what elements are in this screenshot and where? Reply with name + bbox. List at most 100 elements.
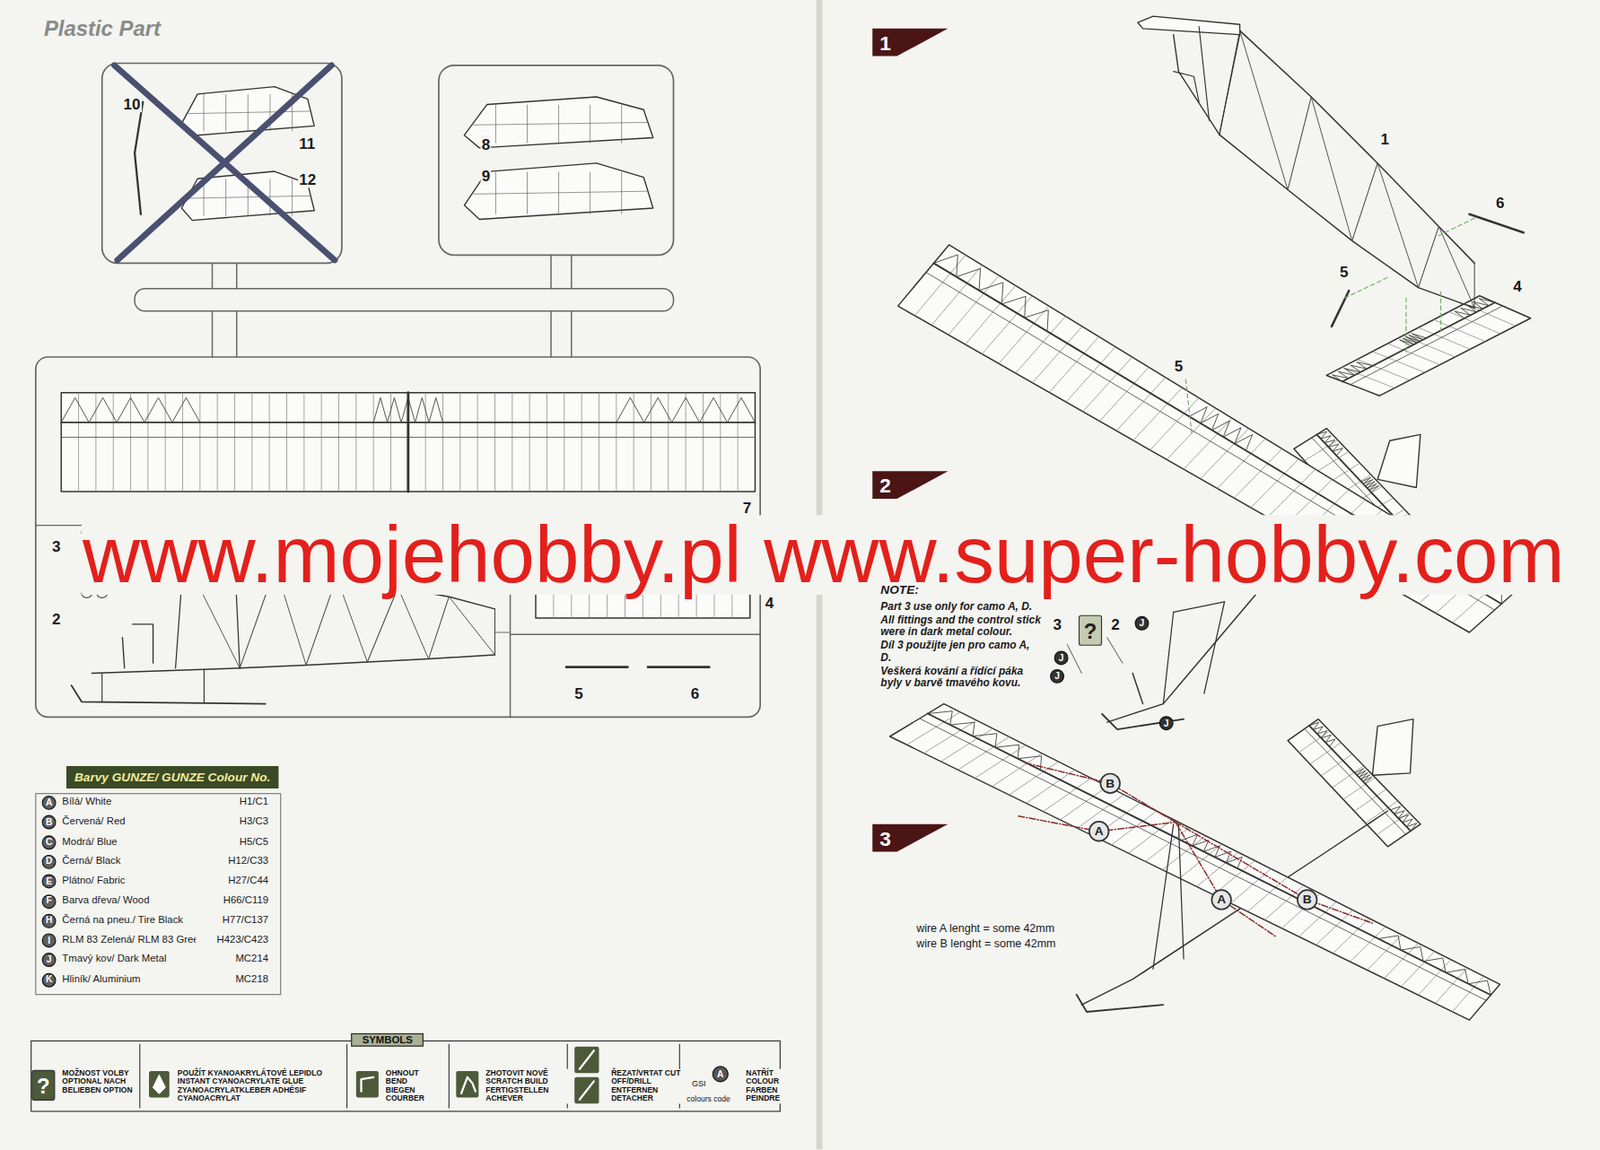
fuselage-strut: [448, 596, 495, 656]
wing-rib: [546, 393, 548, 492]
colour-code: H77/C137: [195, 914, 270, 927]
text-holder: colours code: [686, 1095, 730, 1105]
wing-rib: [182, 393, 184, 492]
text-holder: POUŽÍT KYANOAKRYLÁTOVÉ LEPIDLO INSTANT C…: [177, 1069, 332, 1104]
wing-spar: [919, 718, 1487, 1001]
text-holder: ?: [1084, 620, 1098, 642]
wing-rib: [234, 393, 236, 492]
text-holder: D: [45, 857, 53, 867]
colour-letter: D: [42, 855, 57, 870]
label-holder: 3: [1051, 615, 1063, 634]
optional-symbol: ?: [1078, 615, 1102, 647]
label-holder: www.mojehobby.pl www.super-hobby.com: [81, 515, 1566, 595]
part-rib: [589, 104, 591, 143]
wing-rib: [165, 393, 167, 492]
wire-callout-circle: [1211, 890, 1232, 910]
label-holder: H1/C1: [195, 795, 270, 808]
wing-rib: [442, 393, 444, 492]
fuselage-strut: [1219, 30, 1241, 135]
leader-line: [1185, 379, 1192, 434]
fuselage-pylon: [1153, 824, 1174, 970]
sprue-frame: [438, 65, 674, 256]
colour-letter-circle: [42, 894, 56, 909]
step-number-flag: [872, 28, 948, 57]
label-holder: H12/C33: [195, 855, 270, 867]
colour-code-symbol: A: [712, 1066, 729, 1083]
fuselage-strut: [1352, 163, 1378, 241]
colour-callout-text: J: [1163, 718, 1170, 728]
wing-spar: [1342, 302, 1496, 382]
colour-letter-circle: [42, 953, 56, 968]
label-holder: wire A lenght = some 42mm: [915, 922, 1056, 936]
wire-callout: A: [1088, 821, 1110, 842]
label-holder: Hliník/ Aluminium: [61, 972, 141, 985]
wing-rib: [948, 275, 999, 335]
text-holder: ZHOTOVIT NOVĚ SCRATCH BUILD FERTIGSTELLE…: [485, 1069, 573, 1104]
colour-letter-text: D: [45, 857, 53, 867]
wire-dimension: wire B lenght = some 42mm: [915, 937, 1058, 951]
text-holder: Barvy GUNZE/ GUNZE Colour No.: [74, 771, 271, 785]
fin: [1377, 434, 1421, 488]
wing-rib: [598, 393, 600, 492]
label-holder: 10: [122, 95, 141, 114]
wing-rib: [1083, 357, 1133, 412]
wing-truss: [1399, 333, 1427, 347]
label-holder: 1: [1379, 131, 1391, 149]
wing-rib: [78, 393, 79, 492]
wing-rib: [1197, 852, 1239, 887]
wire-callout-circle: [1100, 774, 1120, 795]
cut-mark: [579, 1050, 595, 1069]
colour-letter-text: H: [45, 916, 53, 926]
label-holder: 5: [573, 684, 585, 703]
colour-code: H1/C1: [195, 795, 270, 808]
wing-rib: [1366, 935, 1402, 971]
wing-rib: [737, 393, 739, 492]
wing-truss: [1189, 407, 1252, 452]
wing-rib: [1250, 459, 1299, 508]
label-holder: Modrá/ Blue: [61, 835, 119, 848]
callout-number: 3: [1051, 615, 1063, 634]
label-holder: Part 3 use only for camo A, D.: [879, 600, 1127, 613]
colour-letter-circle: [42, 874, 56, 889]
part-rib: [473, 122, 648, 125]
bend-arrow: [361, 1077, 375, 1093]
part-outline: [463, 163, 653, 220]
wing-rib: [633, 393, 635, 492]
wing-rib: [147, 393, 149, 492]
label-holder: H3/C3: [195, 815, 270, 828]
colour-callout-circle: [1050, 670, 1065, 684]
wing-rib: [529, 393, 531, 492]
colour-code: H3/C3: [195, 815, 270, 828]
fuselage-strut: [494, 609, 496, 656]
label-holder: All fittings and the control stick were …: [879, 612, 1045, 638]
sprue-gate: [211, 311, 213, 358]
label-holder: 7: [742, 498, 753, 517]
fuselage-strut: [397, 587, 429, 660]
wing-truss: [1332, 362, 1373, 383]
label-holder: 6: [690, 684, 701, 703]
fuselage-strut: [1311, 96, 1352, 241]
wing-rib: [1066, 347, 1116, 403]
wire-callout-text: A: [1216, 893, 1226, 907]
wing-rib: [1031, 326, 1083, 384]
text-holder: ?: [36, 1075, 51, 1097]
wing-rib: [1133, 387, 1183, 441]
sprue-gate: [570, 311, 572, 358]
fuselage-strut: [1287, 96, 1312, 190]
fitting-line: [1345, 277, 1389, 298]
text-holder: K: [45, 975, 53, 985]
wing-outline: [890, 704, 1501, 1022]
wing-truss: [933, 254, 1049, 332]
wing-rib: [719, 393, 721, 492]
colour-name: Hliník/ Aluminium: [61, 972, 141, 985]
step-number-text: 1: [879, 32, 892, 53]
wing-rib: [477, 393, 479, 492]
colour-letter: A: [42, 795, 57, 811]
fuselage-pylon: [1204, 602, 1225, 694]
seat: [132, 624, 154, 664]
part-rib: [589, 172, 591, 214]
step-number-flag: [872, 824, 948, 853]
part-number: 4: [764, 594, 776, 613]
wing-joint: [406, 393, 410, 492]
label-holder: 6: [1495, 193, 1506, 212]
